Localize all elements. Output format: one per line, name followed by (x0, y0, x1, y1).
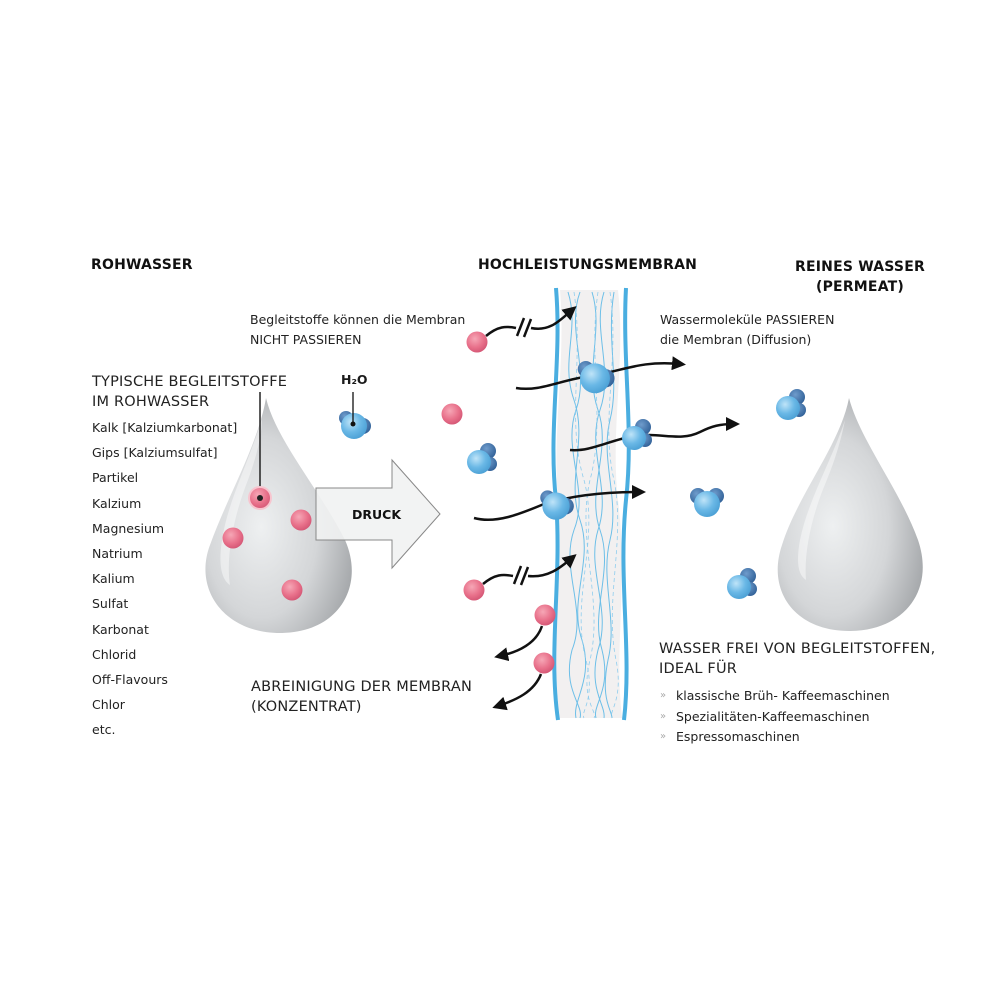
h2o-label: H₂O (341, 372, 368, 387)
impurities-title-line2: IM ROHWASSER (92, 394, 210, 410)
impurity-list-item: Kalk [Kalziumkarbonat] (92, 420, 238, 435)
raw-water-heading: ROHWASSER (91, 257, 193, 273)
impurity-list-item: Chlor (92, 697, 125, 713)
pure-water-heading-line1: REINES WASSER (795, 259, 925, 275)
result-list: » klassische Brüh- Kaffeemaschinen » Spezia… (660, 686, 890, 748)
result-title-line2: IDEAL FÜR (659, 661, 738, 677)
pressure-arrow (315, 458, 441, 570)
impurity-particle (466, 331, 488, 353)
impurity-list-item: Sulfat (92, 596, 129, 612)
pure-water-heading-line2: (PERMEAT) (816, 279, 904, 295)
impurity-list-item: Kalzium (92, 495, 142, 511)
raw-water-drop (205, 398, 352, 634)
bullet-chevron-icon: » (660, 710, 667, 722)
impurity-list-item: Chlorid (92, 646, 137, 662)
water-molecule (540, 490, 574, 520)
cleaning-annotation: ABREINIGUNG DER MEMBRAN (KONZENTRAT) (251, 677, 472, 717)
impurity-list-item: Off-Flavours (92, 671, 168, 687)
result-title: WASSER FREI VON BEGLEITSTOFFEN, IDEAL FÜ… (659, 639, 935, 679)
bullet-chevron-icon: » (660, 731, 667, 742)
pressure-label: DRUCK (352, 507, 402, 522)
impurity-particle (290, 509, 312, 531)
pass-annotation: Wassermoleküle PASSIEREN die Membran (Di… (660, 310, 834, 350)
blocked-annotation: Begleitstoffe können die Membran NICHT P… (250, 310, 465, 350)
blocked-path-bottom (463, 554, 577, 601)
water-molecule (622, 419, 652, 450)
cleaning-annotation-line2: (KONZENTRAT) (251, 699, 362, 715)
impurity-list-item: Partikel (92, 470, 139, 486)
pass-annotation-line1: Wassermoleküle PASSIEREN (660, 312, 835, 327)
water-molecules (339, 361, 806, 599)
impurities-title-line1: TYPISCHE BEGLEITSTOFFE (92, 374, 288, 390)
impurity-list-item: Kalium (92, 571, 135, 587)
pass-annotation-line2: die Membran (Diffusion) (660, 332, 812, 347)
water-molecule (690, 488, 724, 517)
result-list-item-label: Espressomaschinen (676, 729, 800, 744)
result-list-item: » klassische Brüh- Kaffeemaschinen (660, 686, 890, 707)
impurity-list-item: Natrium (92, 545, 143, 561)
result-list-item-label: Spezialitäten-Kaffeemaschinen (676, 708, 870, 724)
impurity-particle (281, 579, 303, 601)
water-molecule (727, 568, 757, 599)
blocked-path-top (466, 306, 577, 353)
membrane-heading: HOCHLEISTUNGSMEMBRAN (478, 257, 698, 273)
cleaning-annotation-line1: ABREINIGUNG DER MEMBRAN (251, 679, 473, 695)
impurity-list-item: etc. (92, 722, 116, 738)
impurity-particle (463, 579, 485, 601)
impurity-particle (441, 403, 463, 425)
bullet-chevron-icon: » (660, 690, 667, 701)
impurity-list-item: Karbonat (92, 621, 149, 637)
impurity-particle (222, 527, 244, 549)
impurity-particles-raw (222, 486, 312, 601)
result-title-line1: WASSER FREI VON BEGLEITSTOFFEN, (659, 641, 936, 657)
impurity-list-item: Magnesium (92, 520, 165, 536)
water-molecule (467, 443, 497, 474)
impurities-title: TYPISCHE BEGLEITSTOFFE IM ROHWASSER (92, 372, 287, 412)
pure-water-heading: REINES WASSER (PERMEAT) (780, 257, 940, 297)
impurities-list: Kalk [Kalziumkarbonat] Gips [Kalziumsulfa… (92, 415, 237, 742)
blocked-annotation-line2: NICHT PASSIEREN (250, 332, 362, 347)
blocked-annotation-line1: Begleitstoffe können die Membran (250, 312, 466, 327)
impurity-list-item: Gips [Kalziumsulfat] (92, 445, 218, 461)
h2o-pointer-dot (350, 421, 356, 427)
pure-water-drop (777, 398, 923, 632)
water-molecule (776, 389, 806, 420)
result-list-item-label: klassische Brüh- Kaffeemaschinen (676, 688, 890, 703)
result-list-item: » Espressomaschinen (660, 727, 890, 748)
water-molecule (577, 361, 615, 394)
concentrate-flow (492, 604, 556, 711)
impurity-particle (534, 604, 556, 626)
impurity-particle (533, 652, 555, 674)
result-list-item: » Spezialitäten-Kaffeemaschinen (660, 707, 890, 728)
